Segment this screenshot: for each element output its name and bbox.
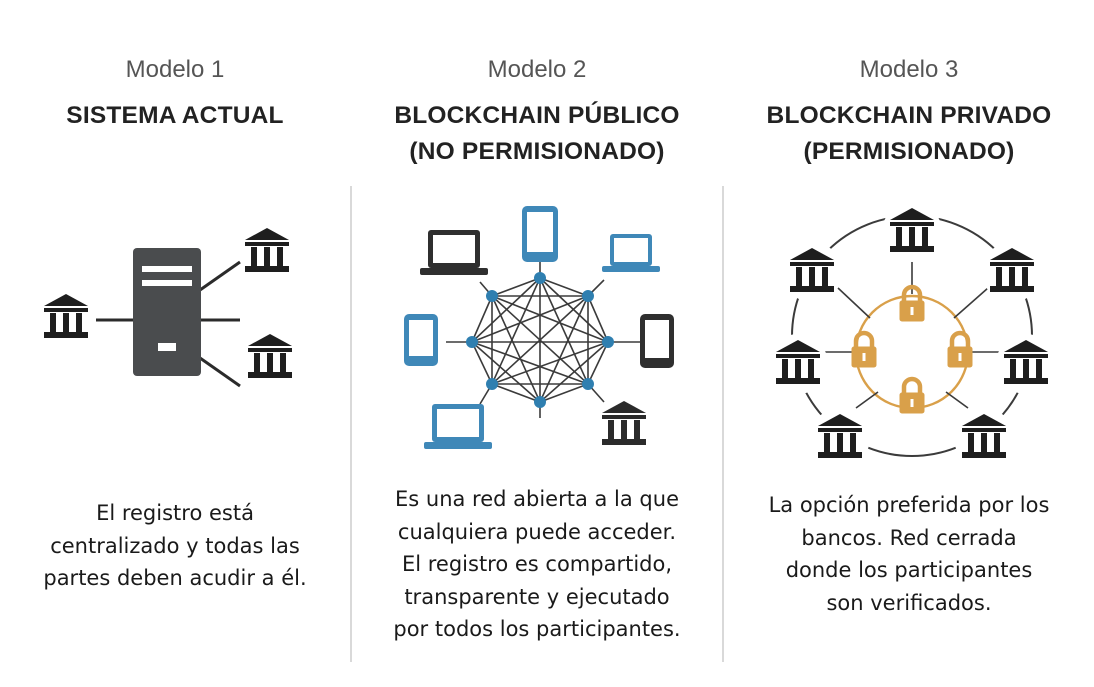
server-icon: [133, 248, 201, 376]
column-divider: [350, 186, 352, 662]
description-line: bancos. Red cerrada: [801, 525, 1017, 550]
model-description: El registro está centralizado y todas la…: [0, 497, 350, 595]
model-3-column: Modelo 3 BLOCKCHAIN PRIVADO (PERMISIONAD…: [724, 0, 1094, 687]
column-divider: [722, 186, 724, 662]
ring-spoke: [837, 287, 871, 319]
connection-line: [199, 356, 241, 388]
mesh-edge: [587, 295, 609, 343]
description-line: centralizado y todas las: [50, 533, 300, 558]
phone-icon: [404, 314, 438, 366]
model-title-line: (PERMISIONADO): [803, 138, 1015, 165]
mesh-edge: [491, 295, 541, 403]
model-title: BLOCKCHAIN PÚBLICO (NO PERMISIONADO): [350, 98, 724, 170]
mesh-edge: [491, 383, 541, 403]
mesh-edge: [587, 341, 609, 385]
network-node: [602, 336, 614, 348]
mesh-edge: [539, 383, 589, 403]
model-title-line: BLOCKCHAIN PRIVADO: [766, 102, 1052, 129]
mesh-edge: [491, 295, 609, 343]
model-label: Modelo 1: [125, 56, 225, 83]
model-1-diagram: [96, 260, 241, 388]
model-2-diagram: [446, 262, 640, 418]
description-line: El registro es compartido,: [401, 552, 673, 576]
network-node: [486, 378, 498, 390]
lock-icon: [852, 333, 876, 367]
model-2-column: Modelo 2 BLOCKCHAIN PÚBLICO (NO PERMISIO…: [350, 0, 724, 687]
description-line: cualquiera puede acceder.: [397, 519, 677, 544]
description-line: La opción preferida por los: [768, 493, 1050, 517]
description-line: transparente y ejecutado: [404, 584, 670, 609]
ring-spoke: [855, 391, 879, 409]
network-node: [466, 336, 478, 348]
model-title-line: SISTEMA ACTUAL: [66, 102, 284, 129]
ring-spoke: [953, 287, 989, 319]
lock-icon: [948, 333, 972, 367]
laptop-icon: [424, 404, 492, 449]
network-node: [534, 272, 546, 284]
ring-spoke: [945, 391, 969, 409]
bank-icon: [248, 334, 292, 378]
laptop-icon: [420, 230, 488, 275]
mesh-edge: [471, 341, 541, 403]
model-description: La opción preferida por los bancos. Red …: [724, 489, 1094, 619]
network-node: [534, 396, 546, 408]
description-line: El registro está: [96, 501, 254, 525]
mesh-edge: [491, 277, 541, 297]
model-title: BLOCKCHAIN PRIVADO (PERMISIONADO): [724, 98, 1094, 170]
model-label: Modelo 3: [859, 56, 959, 83]
lock-icon: [900, 379, 924, 413]
network-node: [582, 290, 594, 302]
description-line: partes deben acudir a él.: [43, 566, 307, 590]
mesh-edge: [539, 277, 609, 343]
model-1-column: Modelo 1 SISTEMA ACTUAL El registro está…: [0, 0, 350, 687]
model-title: SISTEMA ACTUAL: [0, 98, 350, 134]
laptop-icon: [602, 234, 660, 272]
model-description: Es una red abierta a la que cualquiera p…: [350, 483, 724, 646]
mesh-edge: [471, 277, 541, 343]
description-line: donde los participantes: [785, 558, 1033, 582]
description-line: son verificados.: [826, 590, 992, 615]
phone-icon: [640, 314, 674, 368]
description-line: Es una red abierta a la que: [395, 487, 679, 511]
mesh-nodes: [466, 272, 614, 408]
bank-icon: [602, 401, 646, 445]
phone-icon: [522, 206, 558, 262]
bank-icon: [245, 228, 289, 272]
model-label: Modelo 2: [487, 56, 587, 83]
bank-icon: [44, 294, 88, 338]
description-line: por todos los participantes.: [393, 617, 681, 641]
connection-line: [199, 260, 241, 292]
mesh-edge: [491, 295, 589, 385]
model-title-line: BLOCKCHAIN PÚBLICO: [394, 102, 680, 129]
mesh-edge: [471, 341, 493, 385]
network-node: [486, 290, 498, 302]
mesh-edge: [539, 277, 589, 297]
mesh-edge: [471, 295, 493, 343]
network-node: [582, 378, 594, 390]
model-title-line: (NO PERMISIONADO): [409, 138, 665, 165]
